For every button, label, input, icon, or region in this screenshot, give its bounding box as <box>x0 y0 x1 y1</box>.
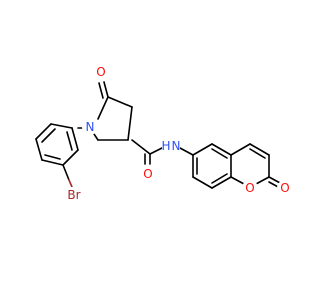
atom-symbol: N <box>172 139 181 153</box>
coumarin-ring-system <box>192 143 283 189</box>
atom-o-lactam: O <box>93 64 109 80</box>
bond <box>66 131 73 151</box>
atom-symbol: N <box>86 120 95 134</box>
atom-labels: O N Br O N H O O <box>64 64 293 203</box>
molecule-structure-diagram: O N Br O N H O O <box>35 64 293 203</box>
bond <box>62 149 79 166</box>
atom-n-amide: N H <box>161 138 180 155</box>
bond <box>192 143 213 156</box>
bond <box>41 128 56 143</box>
bond <box>98 82 104 99</box>
label-background <box>82 119 98 135</box>
bond <box>149 147 163 155</box>
bond <box>192 176 213 189</box>
bond <box>68 179 73 188</box>
label-background <box>64 187 85 203</box>
label-background <box>242 180 258 196</box>
bond <box>62 164 70 181</box>
label-background <box>277 180 293 196</box>
bond <box>255 176 270 185</box>
bond <box>35 138 43 161</box>
bond <box>97 96 109 120</box>
atom-o-ring: O <box>242 180 258 196</box>
bond <box>93 133 99 141</box>
bond <box>44 154 61 160</box>
bond <box>211 173 228 184</box>
structure-svg: O N Br O N H O O <box>35 64 293 203</box>
bond <box>211 143 232 156</box>
bond <box>50 123 73 129</box>
bond <box>107 96 133 108</box>
bond <box>41 159 64 166</box>
atom-symbol: O <box>280 181 289 195</box>
bond <box>249 148 266 159</box>
atom-symbol: Br <box>67 188 80 202</box>
bond <box>230 143 251 156</box>
atom-symbol: O <box>96 65 105 79</box>
label-background <box>162 138 180 155</box>
bond <box>249 143 270 156</box>
pyrrolidinone-ring <box>77 81 133 141</box>
atom-o-carbonyl: O <box>277 180 293 196</box>
bromophenyl-ring <box>35 123 79 188</box>
bond <box>71 127 79 151</box>
bond <box>127 106 133 141</box>
bond <box>211 176 232 189</box>
atom-br: Br <box>64 187 85 203</box>
atom-symbol: O <box>245 181 254 195</box>
bond <box>179 147 194 156</box>
bond <box>35 123 52 140</box>
atom-n-ring: N <box>82 119 98 135</box>
bond <box>230 176 245 185</box>
bond <box>211 148 228 159</box>
atom-o-amide: O <box>140 166 156 182</box>
amide-linker <box>131 139 194 165</box>
bond <box>131 139 151 155</box>
atom-symbol: O <box>143 167 152 181</box>
atom-symbol: H <box>161 139 170 153</box>
label-background <box>140 166 156 182</box>
label-background <box>93 64 109 80</box>
bond <box>103 81 109 98</box>
